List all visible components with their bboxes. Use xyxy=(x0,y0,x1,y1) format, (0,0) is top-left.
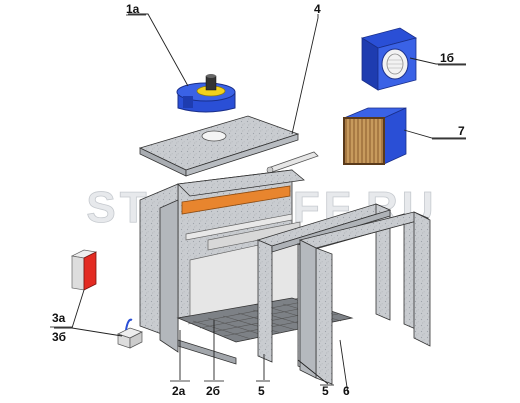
label-1a: 1а xyxy=(126,2,140,16)
label-1b: 1б xyxy=(440,51,454,65)
junction-box xyxy=(117,318,143,349)
fan-box-unit xyxy=(361,27,417,91)
filter-box-unit xyxy=(343,107,407,165)
roof-panel xyxy=(138,115,300,177)
label-4: 4 xyxy=(314,2,321,16)
label-6: 6 xyxy=(343,384,350,398)
label-2b: 2б xyxy=(206,384,220,398)
label-7: 7 xyxy=(458,124,465,138)
label-3a: 3а xyxy=(52,311,66,325)
exhaust-fan-unit xyxy=(176,74,236,113)
label-2a: 2а xyxy=(172,384,186,398)
lighting-tube xyxy=(266,151,319,174)
front-frame-outer xyxy=(298,211,431,385)
label-5-first: 5 xyxy=(258,384,265,398)
label-5-second: 5 xyxy=(322,384,329,398)
label-3b: 3б xyxy=(52,330,66,344)
leader-lines xyxy=(54,13,466,395)
control-cabinet xyxy=(70,249,98,291)
